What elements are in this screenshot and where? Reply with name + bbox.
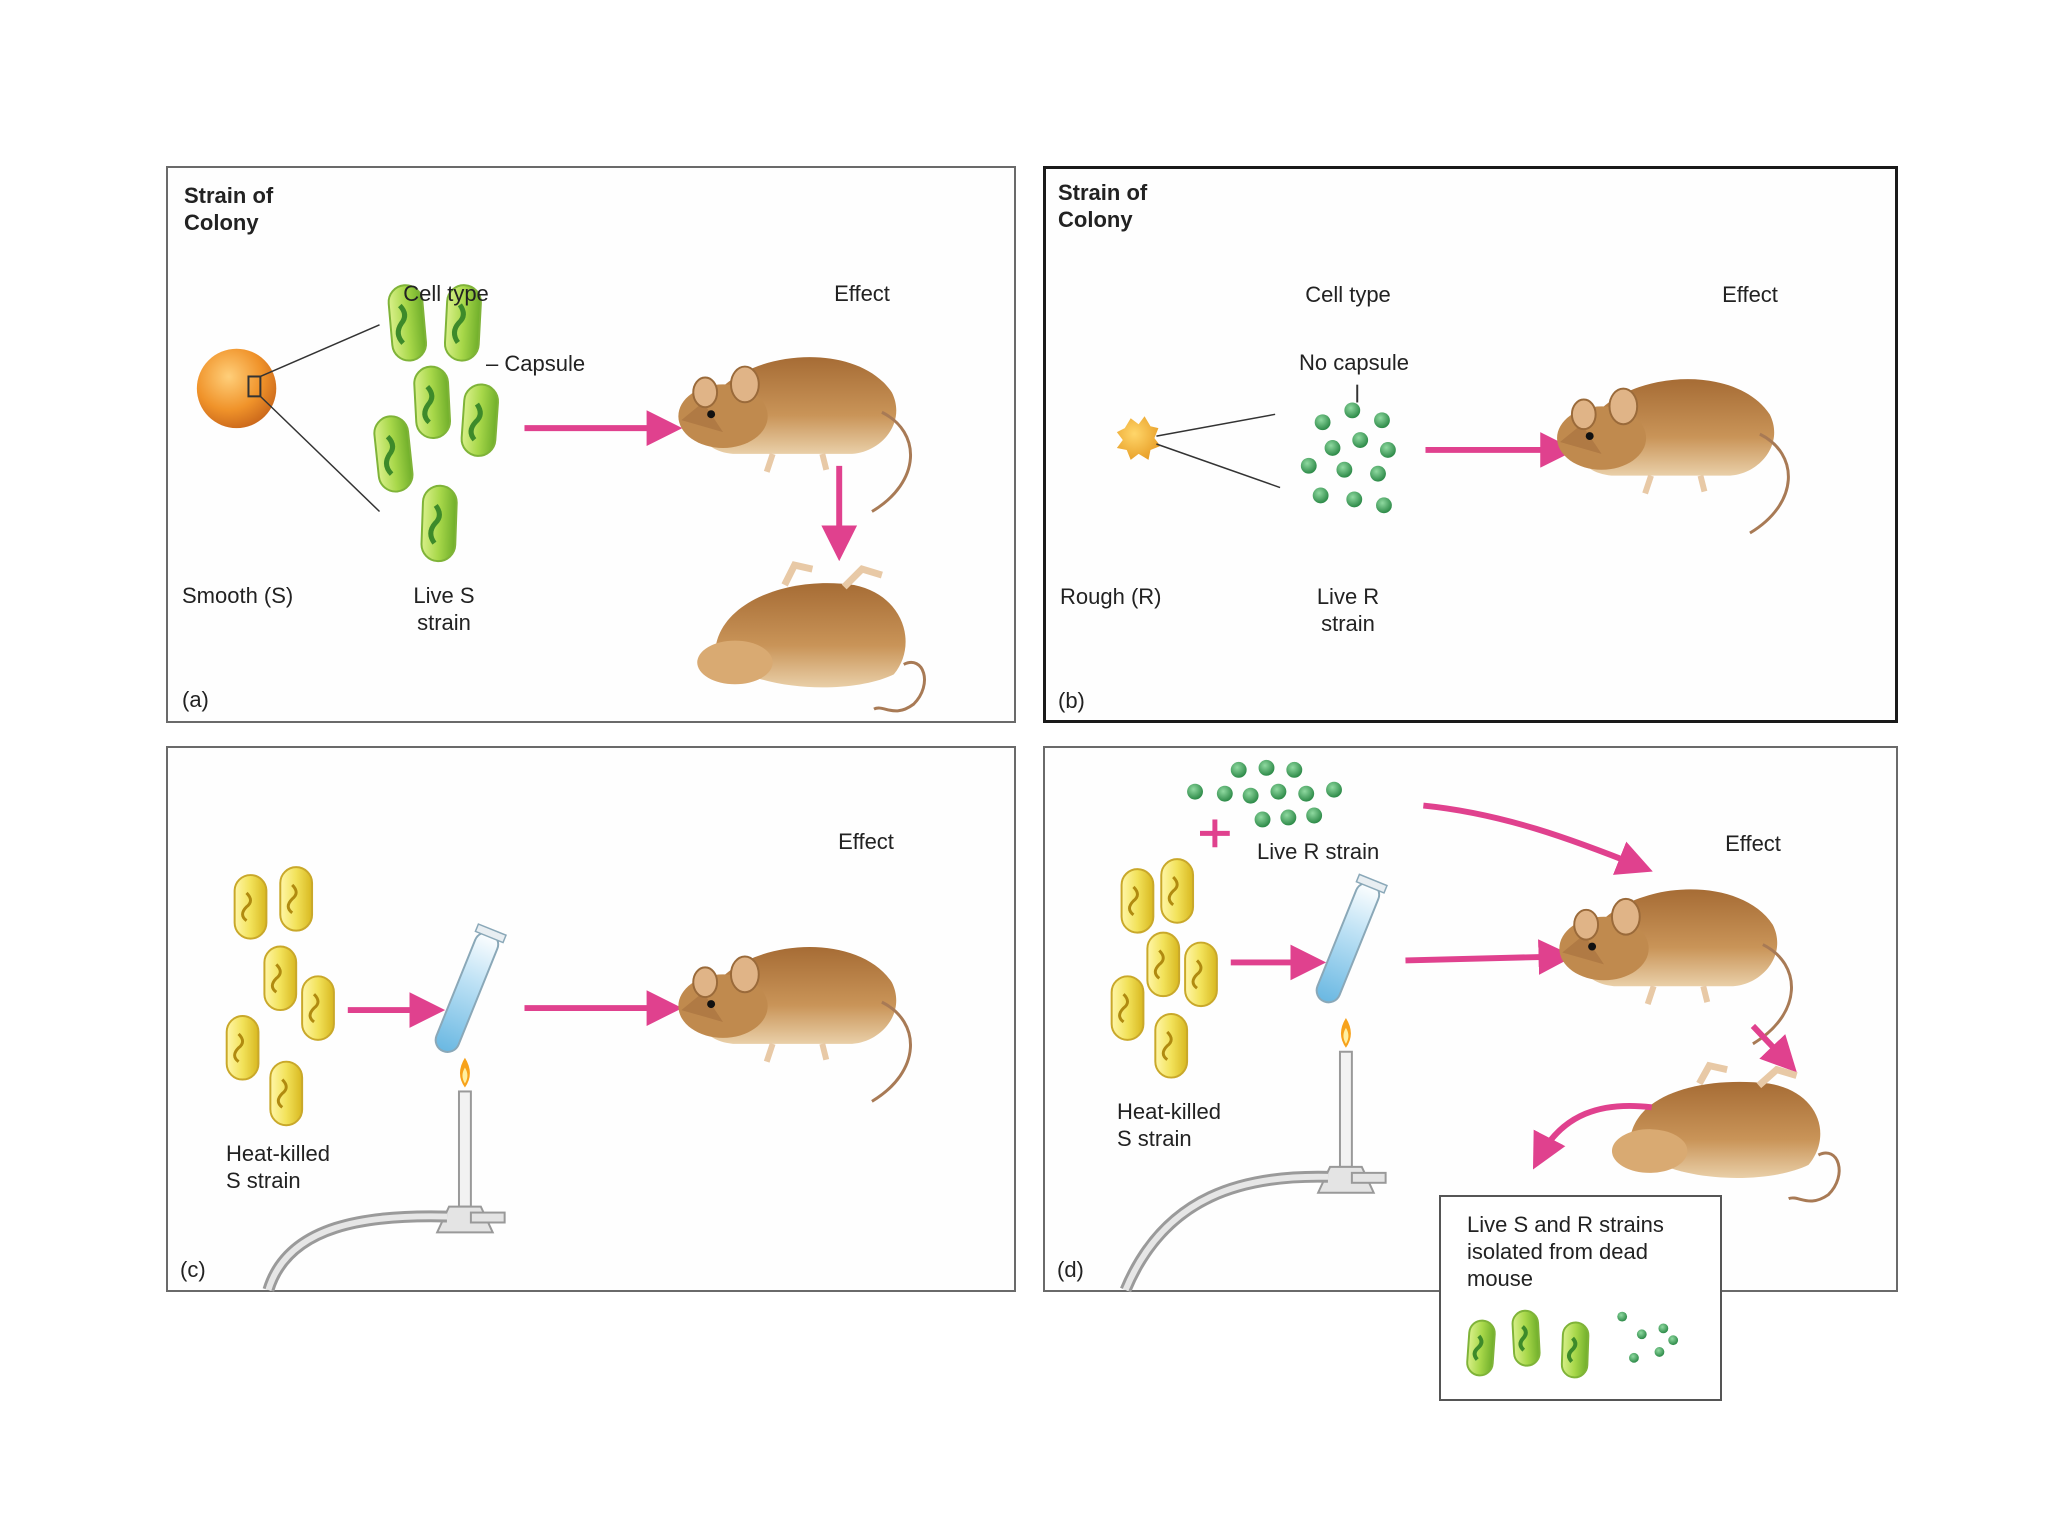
live-r-cells <box>1617 1311 1679 1363</box>
panel-d-effect-label: Effect <box>1725 831 1781 856</box>
panel-b: Strain of Colony Cell type Effect No cap… <box>1043 166 1898 723</box>
test-tube <box>1315 873 1388 1004</box>
result-box-text: Live S and R strains isolated from dead … <box>1467 1212 1664 1291</box>
live-mouse <box>678 357 913 513</box>
arrow-from-live-r-to-mouse <box>1423 802 1653 875</box>
panel-d-illustration <box>1110 759 1841 1293</box>
panel-c-label: (c) <box>180 1257 206 1282</box>
test-tube <box>434 923 507 1053</box>
live-r-cells <box>1300 402 1396 514</box>
live-r-strain-label: Live R strain <box>1316 584 1380 636</box>
arrow-to-result <box>1532 1102 1653 1170</box>
live-mouse <box>678 947 912 1103</box>
live-s-strain-label: Live S strain <box>413 583 475 635</box>
dead-mouse <box>1611 1061 1841 1203</box>
arrow-to-dead-mouse <box>1750 1023 1797 1073</box>
panel-c-effect-label: Effect <box>838 829 894 854</box>
panel-a-label: (a) <box>182 687 209 712</box>
panel-a-illustration <box>196 284 926 713</box>
panel-b-cell-type-label: Cell type <box>1305 282 1391 307</box>
panel-c: Effect Heat-killed S strain (c) <box>166 746 1016 1292</box>
heat-killed-s-strain-label: Heat-killed S strain <box>1117 1099 1221 1151</box>
live-r-cells <box>1187 759 1342 828</box>
live-mouse <box>1557 379 1790 535</box>
panel-b-label: (b) <box>1058 688 1085 713</box>
arrow-to-mouse <box>1405 939 1575 975</box>
bunsen-burner <box>1120 1018 1387 1293</box>
panel-a-heading: Strain of Colony <box>184 183 274 235</box>
capsule-label: – Capsule <box>486 351 586 376</box>
panel-a-effect-label: Effect <box>834 281 890 306</box>
panel-d-label: (d) <box>1057 1257 1084 1282</box>
panel-b-heading: Strain of Colony <box>1058 180 1148 232</box>
live-s-cells <box>1466 1309 1590 1379</box>
rough-colony-label: Rough (R) <box>1060 584 1162 609</box>
panel-a-cell-type-label: Cell type <box>403 281 489 306</box>
panel-b-effect-label: Effect <box>1722 282 1778 307</box>
live-mouse <box>1559 889 1793 1046</box>
live-r-strain-label: Live R strain <box>1257 839 1380 864</box>
result-box: Live S and R strains isolated from dead … <box>1439 1195 1722 1401</box>
heat-killed-s-cells <box>1110 858 1218 1079</box>
heat-killed-s-strain-label: Heat-killed S strain <box>226 1141 330 1193</box>
rough-colony <box>1116 384 1359 489</box>
dead-mouse <box>697 561 926 713</box>
smooth-colony <box>196 324 381 513</box>
panel-c-illustration <box>225 866 912 1292</box>
heat-killed-s-cells <box>225 866 335 1127</box>
panel-a: Strain of Colony Cell type Effect – Caps… <box>166 166 1016 723</box>
bunsen-burner <box>262 1057 506 1292</box>
no-capsule-label: No capsule <box>1298 350 1410 375</box>
smooth-colony-label: Smooth (S) <box>182 583 294 608</box>
result-cells <box>1466 1309 1679 1379</box>
live-s-cells <box>373 284 499 563</box>
panel-b-illustration <box>1116 379 1790 535</box>
